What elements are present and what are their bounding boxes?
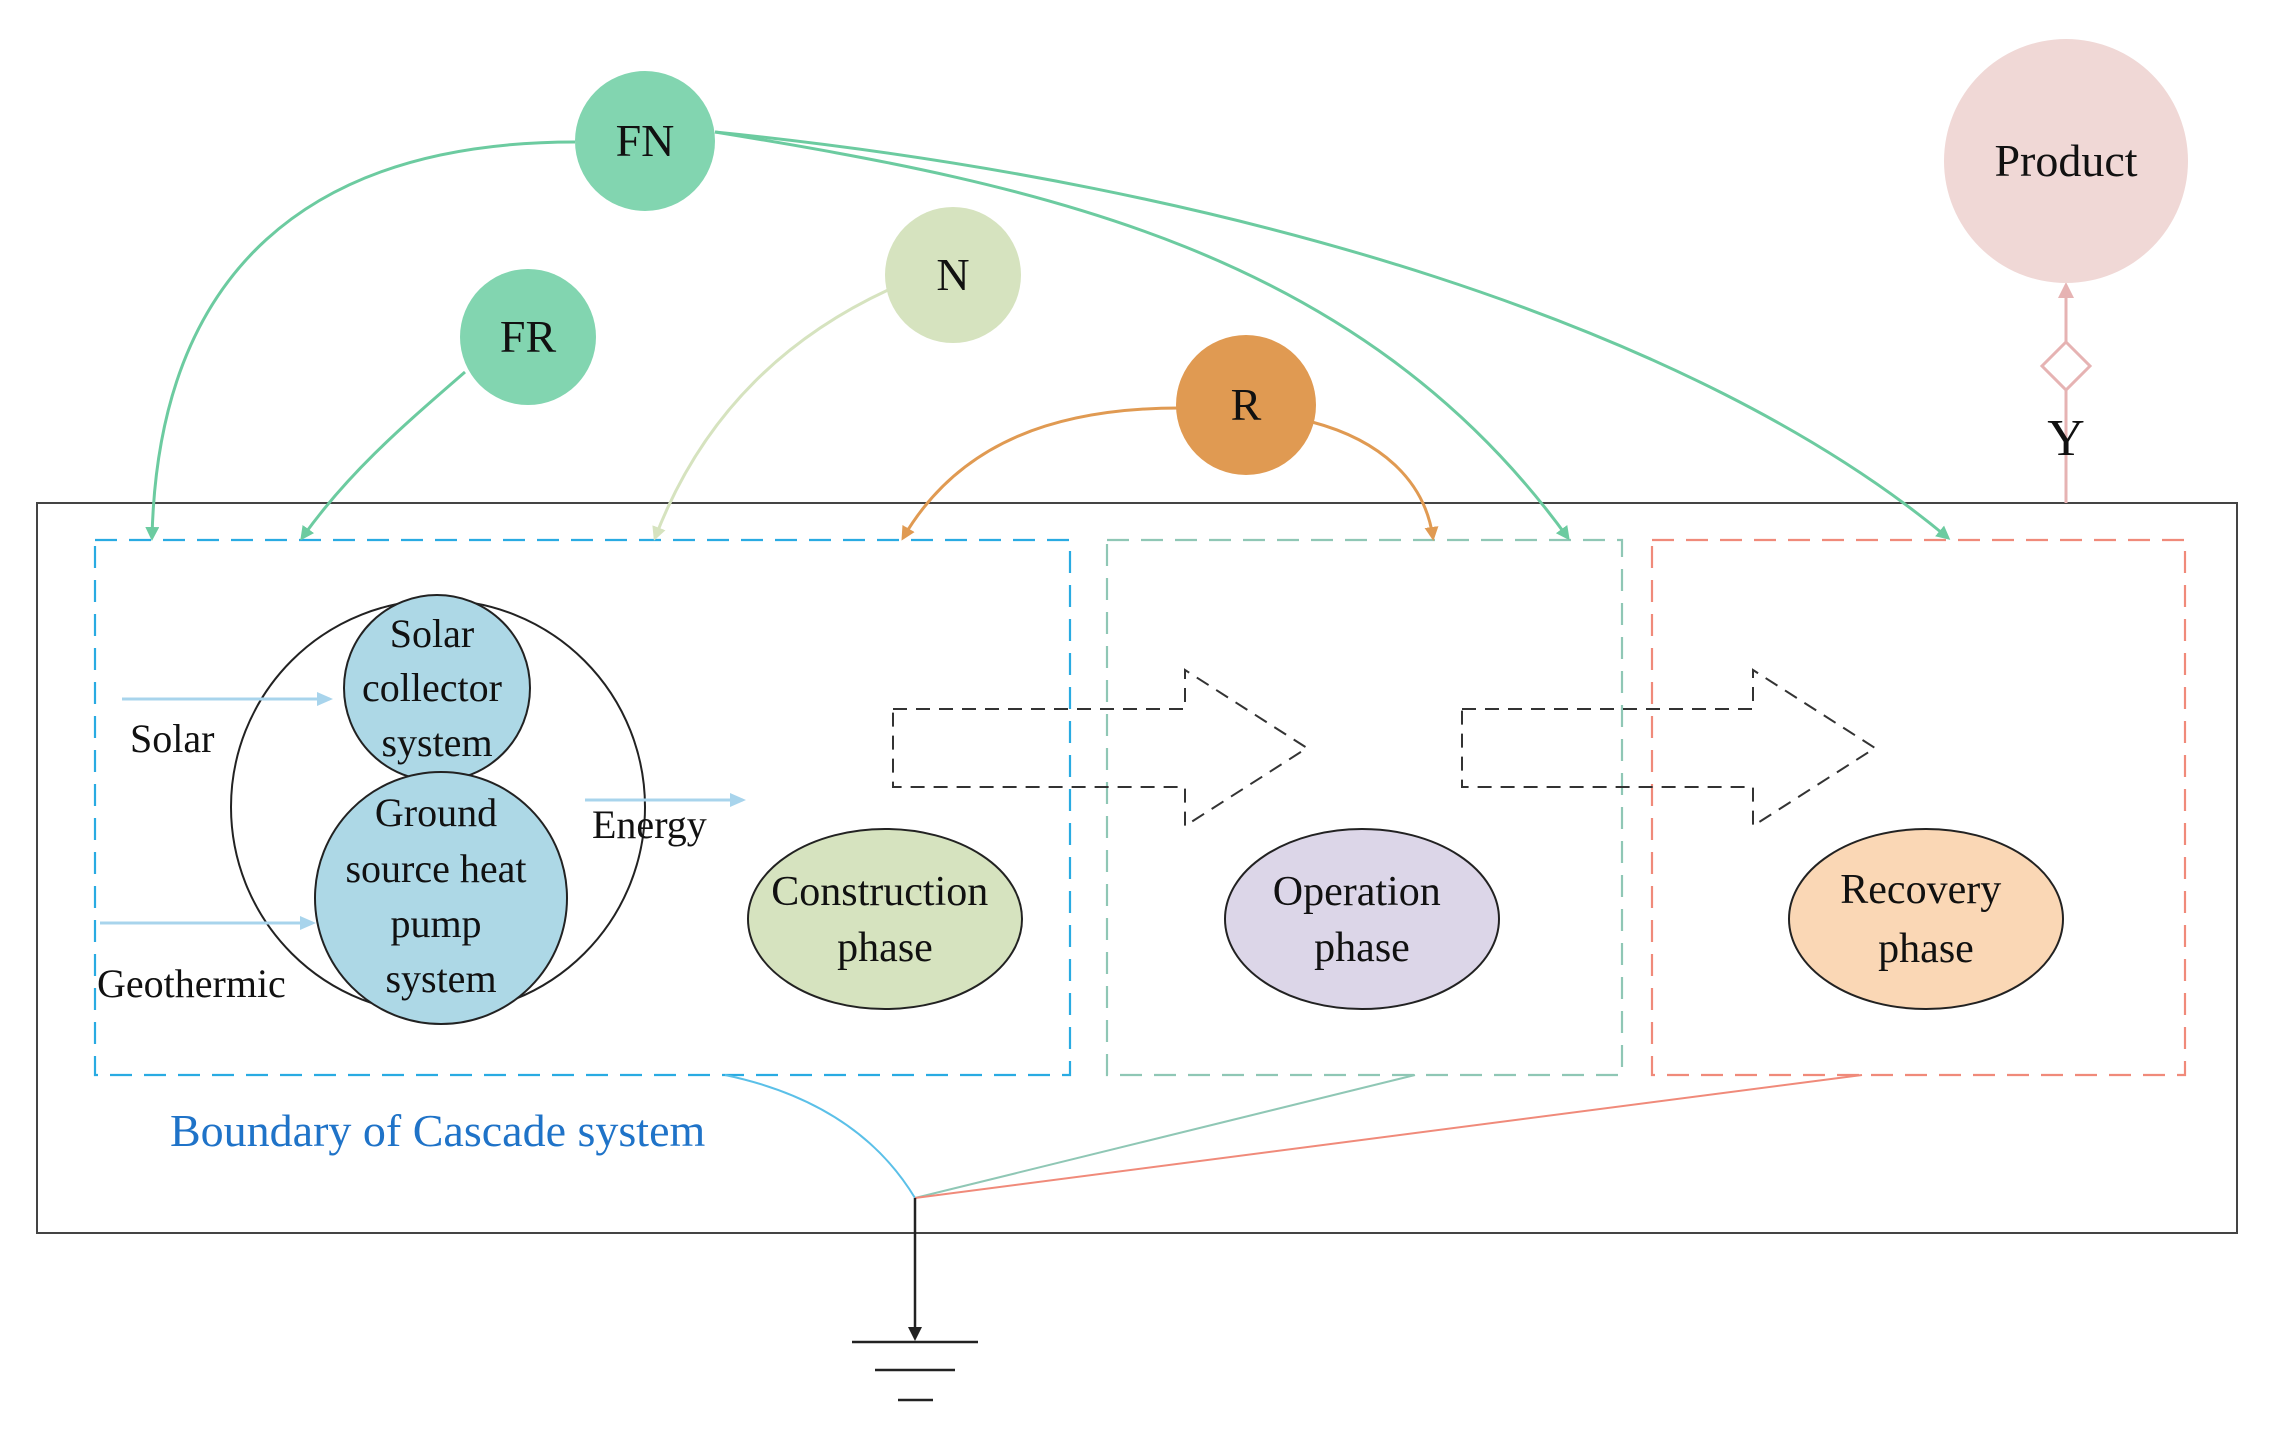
- solar-collector-line-3: system: [381, 720, 492, 765]
- svg-text:Operation phase: Operation phase: [1273, 869, 1451, 971]
- geothermic-input-label: Geothermic: [97, 961, 286, 1006]
- recovery-phase-box: [1650, 538, 2187, 1077]
- svg-text:Ground source heat: Ground source heat pump system: [345, 790, 536, 1001]
- output-label: Y: [2047, 410, 2085, 467]
- operation-phase: Operation phase: [1224, 828, 1500, 1010]
- svg-text:Recovery phase: Recovery phase: [1840, 867, 2011, 972]
- fn-to-construction-arrow: [145, 140, 576, 541]
- node-r-label: R: [1231, 379, 1262, 430]
- fn-to-recovery-arrow: [714, 130, 1951, 540]
- ground-source-line-4: system: [385, 956, 496, 1001]
- node-n-label: N: [936, 249, 969, 300]
- n-to-construction-arrow: [652, 288, 889, 541]
- node-fr-label: FR: [500, 311, 557, 362]
- operation-phase-box: [1105, 538, 1624, 1077]
- node-fr: FR: [460, 269, 596, 405]
- phase-flow-arrow-2: [1461, 668, 1877, 828]
- recovery-phase: Recovery phase: [1788, 828, 2064, 1010]
- construction-output-line: [724, 1074, 916, 1199]
- node-fn: FN: [575, 71, 715, 211]
- energy-label: Energy: [592, 802, 707, 847]
- node-fn-label: FN: [616, 115, 675, 166]
- construction-phase-line-2: phase: [837, 925, 933, 971]
- recovery-output-line: [914, 1074, 1863, 1199]
- node-product: Product: [1944, 39, 2188, 283]
- operation-phase-line-1: Operation: [1273, 869, 1441, 915]
- operation-output-line: [914, 1074, 1416, 1199]
- svg-text:Construction phase: Construction phase: [771, 869, 999, 971]
- solar-collector-line-2: collector: [362, 665, 502, 710]
- product-output-diamond: [2039, 339, 2093, 393]
- solar-collector-system: Solar collector system: [343, 594, 531, 782]
- r-to-construction-arrow: [901, 406, 1181, 541]
- recovery-phase-line-2: phase: [1878, 926, 1974, 972]
- solar-input-label: Solar: [130, 716, 214, 761]
- ground-source-heat-pump-system: Ground source heat pump system: [314, 771, 568, 1025]
- svg-text:Solar collector sy: Solar collector system: [362, 611, 512, 765]
- node-product-label: Product: [1994, 135, 2137, 186]
- fr-to-construction-arrow: [300, 370, 466, 541]
- construction-phase-box: [93, 538, 1072, 1077]
- ground-source-line-2: source heat: [345, 846, 526, 891]
- node-n: N: [885, 207, 1021, 343]
- construction-phase: Construction phase: [747, 828, 1023, 1010]
- recovery-phase-line-1: Recovery: [1840, 867, 2001, 913]
- operation-phase-line-2: phase: [1314, 925, 1410, 971]
- ground-source-line-1: Ground: [375, 790, 497, 835]
- fn-to-operation-arrow: [714, 130, 1570, 541]
- node-r: R: [1176, 335, 1316, 475]
- boundary-label: Boundary of Cascade system: [170, 1105, 705, 1156]
- ground-symbol: [852, 1340, 978, 1402]
- ground-source-line-3: pump: [390, 901, 481, 946]
- construction-phase-line-1: Construction: [771, 869, 988, 915]
- r-to-operation-arrow: [1311, 420, 1439, 541]
- solar-collector-line-1: Solar: [390, 611, 474, 656]
- system-boundary: [36, 502, 2238, 1234]
- phase-flow-arrow-1: [892, 668, 1309, 828]
